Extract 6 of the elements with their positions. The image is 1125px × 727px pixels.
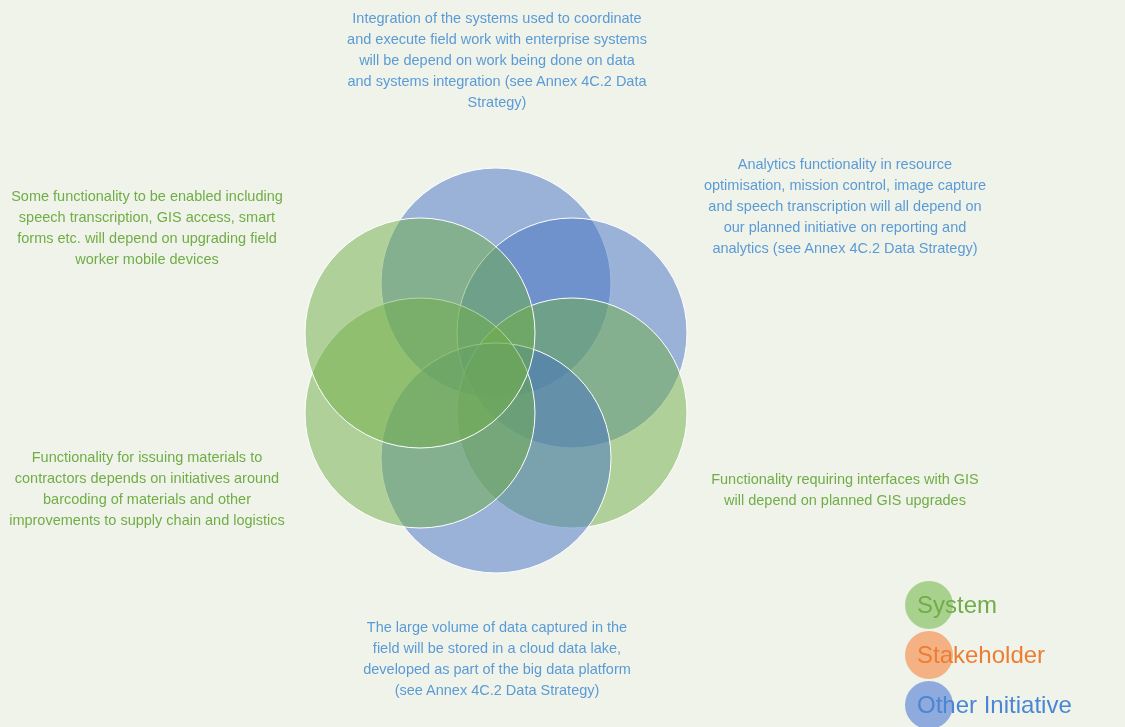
annotation-text: Analytics functionality in resource optimisation, mission control, image capture and speech transcription will all depend on our planned initiative on reporting and analytics (see Annex 4C.2 Data Strategy) — [702, 155, 988, 258]
annotation-text: Functionality for issuing materials to contractors depends on initiatives around barcoding of materials and other improvements to supply chain and logistics — [8, 448, 286, 530]
annotation-text: Functionality requiring interfaces with GIS will depend on planned GIS upgrades — [710, 470, 980, 510]
annotation-text: Some functionality to be enabled including speech transcription, GIS access, smart forms etc. will depend on upgrading field worker mobile devices — [10, 187, 284, 269]
annotation-text: The large volume of data captured in the field will be stored in a cloud data lake, developed as part of the big data platform (see Annex 4C.2 Data Strategy) — [362, 618, 632, 700]
annotation-text: Integration of the systems used to coordinate and execute field work with enterprise systems will be depend on work being done on data and systems integration (see Annex 4C.2 Data Strategy) — [347, 9, 647, 112]
